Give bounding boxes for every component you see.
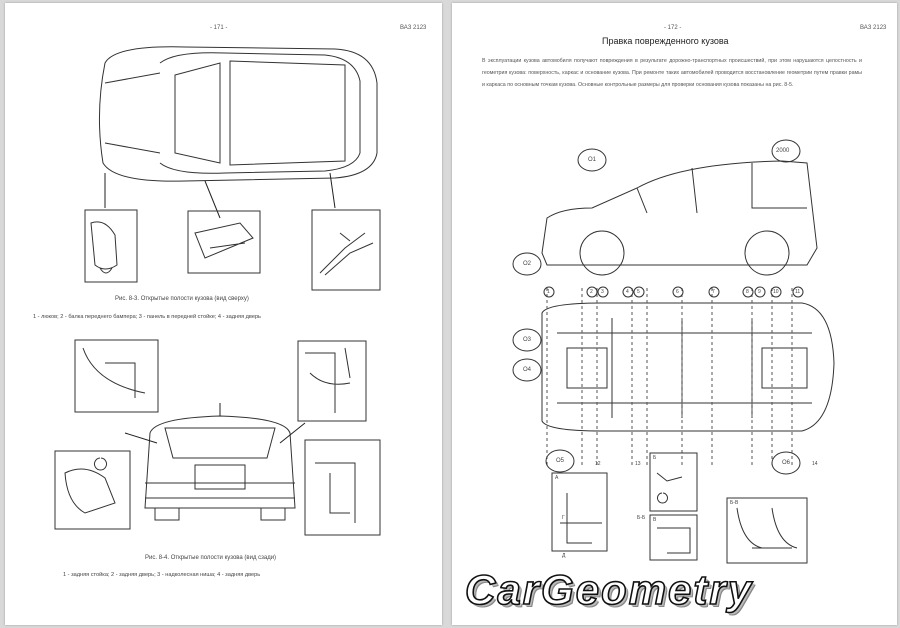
callout-O2	[512, 252, 542, 276]
page-number-left: - 171 -	[210, 25, 228, 31]
callout-label-7: О6	[782, 460, 791, 466]
number-label: 1	[547, 289, 550, 295]
callout-label-4: О4	[523, 367, 532, 373]
number-label: 7	[712, 289, 715, 295]
number-label: 12	[595, 461, 601, 467]
body-cavities-top-view-figure	[54, 46, 381, 536]
number-label: 5	[637, 289, 640, 295]
section-title: Правка поврежденного кузова	[602, 36, 729, 46]
callout-label-5: О5	[556, 458, 565, 464]
callout-O1	[577, 148, 607, 172]
detail-label: Д	[562, 553, 566, 559]
left-page: - 171 - ВАЗ 2123 Рис. 8-3. Открыт	[5, 3, 442, 625]
figure-caption-1: Рис. 8-3. Открытые полости кузова (вид с…	[115, 296, 249, 302]
figure-legend-2: 1 - задняя стойка; 2 - задняя дверь; 3 -…	[63, 572, 261, 578]
number-label: 6	[676, 289, 679, 295]
number-label: 11	[795, 289, 801, 295]
callout-O4	[512, 358, 542, 382]
car-rear-outline	[144, 415, 296, 509]
number-label: 8	[746, 289, 749, 295]
callout-O6	[771, 451, 801, 475]
number-label: 4	[626, 289, 629, 295]
detail-label: Б-Б	[637, 515, 646, 521]
detail-label: В	[653, 517, 657, 523]
car-side-outline	[541, 160, 818, 266]
car-underbody-outline	[541, 302, 835, 432]
detail-label: А	[555, 475, 559, 481]
number-label: 10	[773, 289, 779, 295]
number-label: 9	[758, 289, 761, 295]
callout-label-3: О3	[523, 337, 532, 343]
callout-O3	[512, 328, 542, 352]
number-label: 14	[812, 461, 818, 467]
number-label: 3	[601, 289, 604, 295]
number-label: 13	[635, 461, 641, 467]
car-top-outline	[98, 46, 378, 182]
detail-label: Б	[653, 455, 657, 461]
body-geometry-diagram	[512, 139, 835, 564]
right-page: - 172 - ВАЗ 2123 Правка поврежденного ку…	[452, 3, 897, 625]
number-label: 2	[590, 289, 593, 295]
detail-label: Г	[562, 515, 565, 521]
page-header-left: ВАЗ 2123	[400, 25, 427, 31]
body-paragraph: В эксплуатации кузова автомобиля получаю…	[482, 58, 862, 88]
cargeometry-watermark-logo: CarGeometry	[464, 565, 754, 614]
page-number-right: - 172 -	[664, 25, 682, 31]
figure-caption-2: Рис. 8-4. Открытые полости кузова (вид с…	[145, 555, 277, 561]
detail-label: Б-В	[730, 500, 739, 506]
callout-2000	[771, 139, 801, 163]
callout-O5	[545, 449, 575, 473]
page-header-right: ВАЗ 2123	[860, 25, 887, 31]
callout-label-1: О1	[588, 157, 597, 163]
callout-label-2: О2	[523, 261, 532, 267]
callout-label-6: 2000	[776, 148, 790, 154]
figure-legend-1: 1 - люков; 2 - балка переднего бампера; …	[33, 314, 261, 320]
